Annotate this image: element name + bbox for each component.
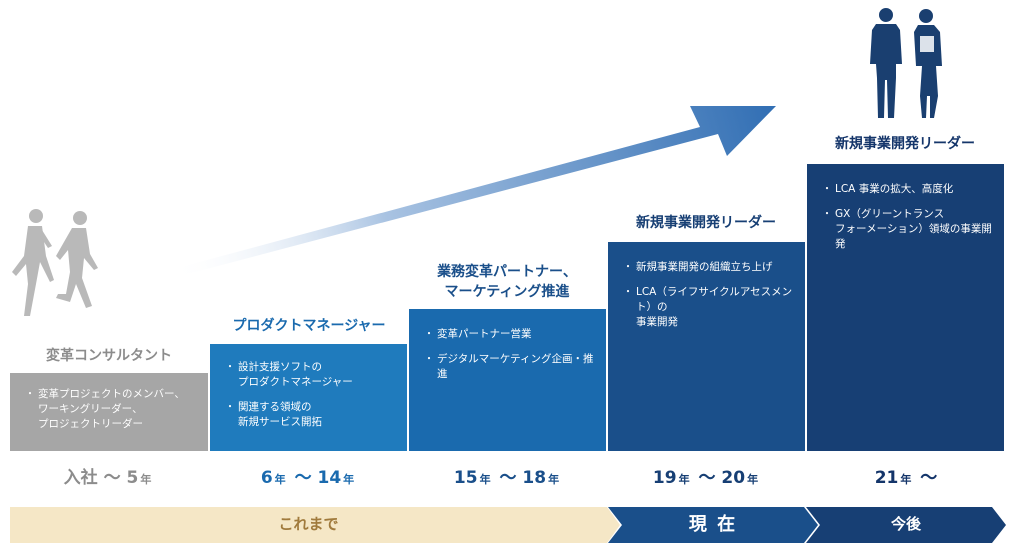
timeline-band-shapes — [10, 507, 1006, 543]
step-box-4: 新規事業開発の組織立ち上げ LCA（ライフサイクルアセスメント）の 事業開発 — [608, 242, 805, 451]
step-box-5: LCA 事業の拡大、高度化 GX（グリーントランス フォーメーション）領域の事業… — [807, 164, 1004, 451]
step-5-item-2: GX（グリーントランス フォーメーション）領域の事業開発 — [822, 207, 994, 252]
period-4-end: 20 — [721, 468, 746, 488]
step-4-item-1: 新規事業開発の組織立ち上げ — [623, 260, 795, 275]
period-2-end: 14 — [317, 468, 342, 488]
step-2-item-1: 設計支援ソフトの プロダクトマネージャー — [225, 360, 397, 390]
step-1-item: 変革プロジェクトのメンバー、 ワーキングリーダー、 プロジェクトリーダー — [25, 387, 198, 432]
band-future-label: 今後 — [890, 515, 921, 533]
period-5-start: 21 — [874, 468, 899, 488]
step-title-1: 変革コンサルタント — [46, 348, 172, 364]
period-tilde: 〜 — [103, 468, 121, 488]
step-3-item-2: デジタルマーケティング企画・推進 — [424, 352, 596, 382]
running-people-icon — [12, 209, 98, 316]
period-tilde: 〜 — [698, 468, 716, 488]
period-tilde: 〜 — [920, 468, 938, 488]
step-title-4: 新規事業開発リーダー — [636, 215, 776, 231]
step-4-item-2: LCA（ライフサイクルアセスメント）の 事業開発 — [623, 285, 795, 330]
period-1-start: 入社 — [63, 468, 98, 488]
period-2-end-unit: 年 — [343, 473, 355, 486]
period-1-end-unit: 年 — [140, 473, 152, 486]
step-title-2: プロダクトマネージャー — [232, 318, 386, 334]
period-2-start-unit: 年 — [274, 473, 286, 486]
step-box-3: 変革パートナー営業 デジタルマーケティング企画・推進 — [409, 309, 606, 451]
period-4-start: 19 — [652, 468, 677, 488]
period-2-start: 6 — [260, 468, 273, 488]
step-2-item-2: 関連する領域の 新規サービス開拓 — [225, 400, 397, 430]
period-3-start: 15 — [453, 468, 478, 488]
period-tilde: 〜 — [499, 468, 517, 488]
business-people-icon — [870, 8, 942, 118]
step-title-3: 業務変革パートナー、 マーケティング推進 — [437, 264, 577, 300]
period-1-end: 5 — [126, 468, 139, 488]
band-past-label: これまで — [278, 515, 339, 533]
step-3-item-1: 変革パートナー営業 — [424, 327, 596, 342]
band-present-label: 現 在 — [688, 514, 738, 535]
period-tilde: 〜 — [294, 468, 312, 488]
period-4-start-unit: 年 — [678, 473, 690, 486]
period-3-end: 18 — [522, 468, 547, 488]
step-title-5: 新規事業開発リーダー — [835, 136, 975, 152]
step-5-item-1: LCA 事業の拡大、高度化 — [822, 182, 994, 197]
step-box-1: 変革プロジェクトのメンバー、 ワーキングリーダー、 プロジェクトリーダー — [10, 373, 208, 451]
period-4-end-unit: 年 — [747, 473, 759, 486]
period-3-start-unit: 年 — [479, 473, 491, 486]
period-5-start-unit: 年 — [900, 473, 912, 486]
period-3-end-unit: 年 — [548, 473, 560, 486]
step-box-2: 設計支援ソフトの プロダクトマネージャー 関連する領域の 新規サービス開拓 — [210, 344, 407, 451]
